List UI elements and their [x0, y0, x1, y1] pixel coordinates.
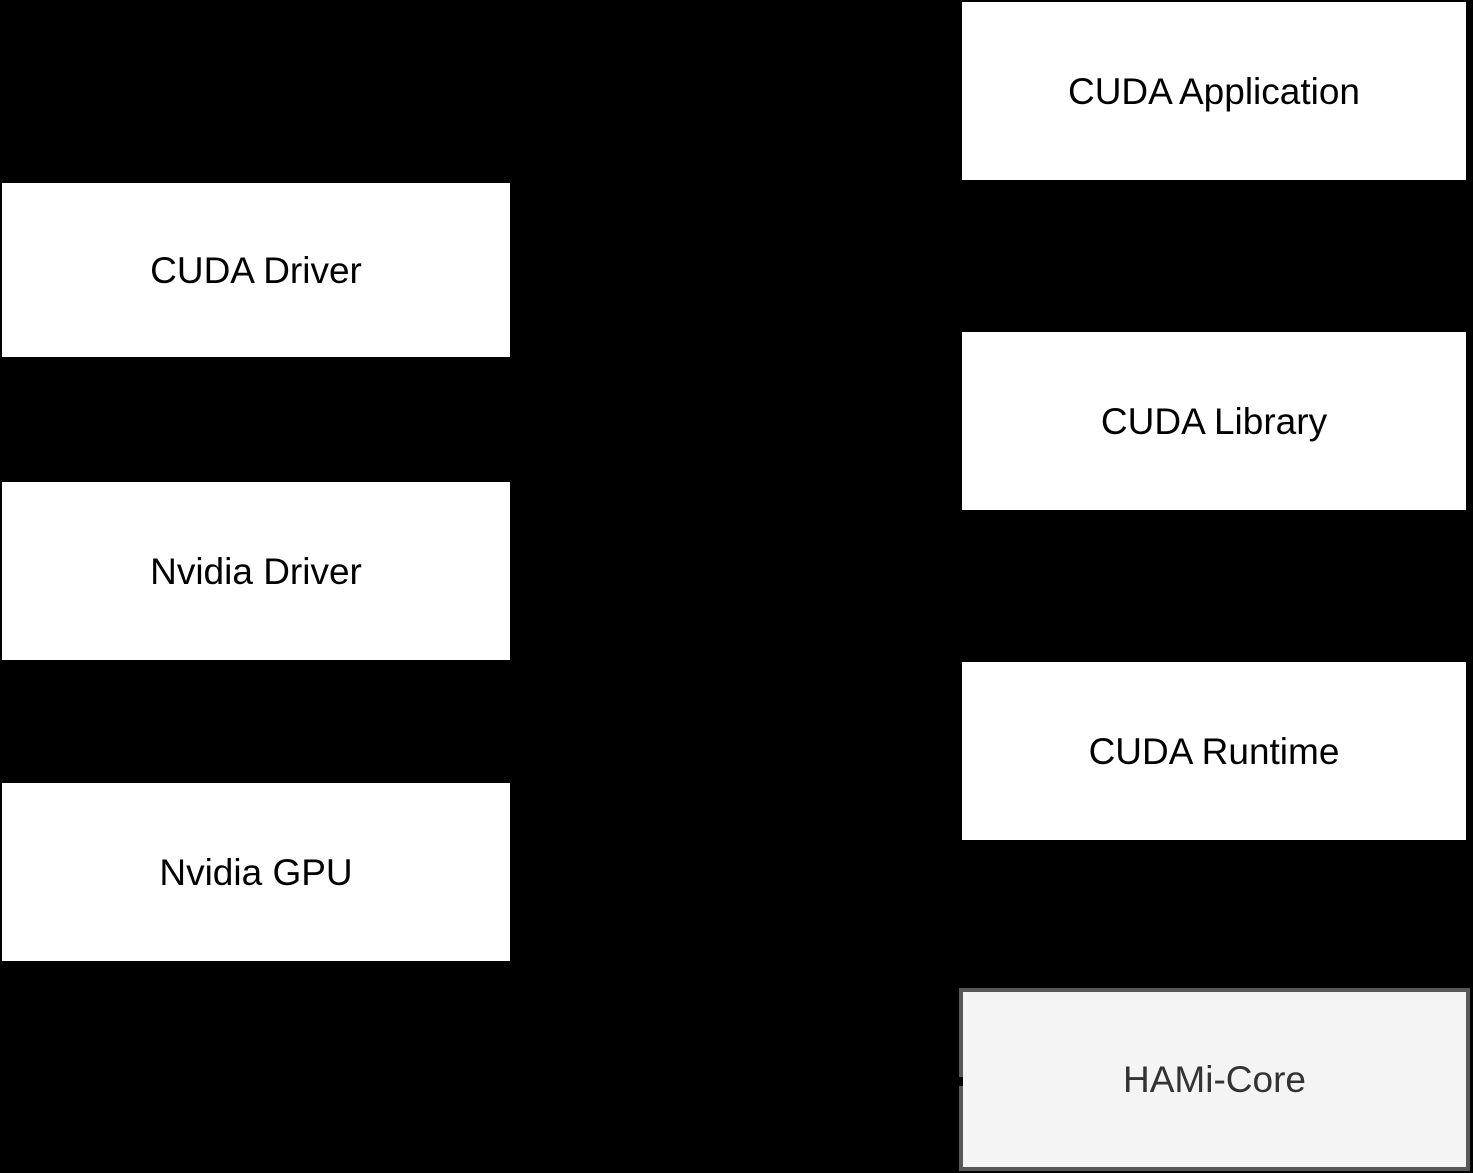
node-cuda-application: CUDA Application: [962, 2, 1466, 180]
node-hami-core: HAMi-Core: [959, 988, 1470, 1171]
node-cuda-application-label: CUDA Application: [1067, 70, 1361, 112]
node-cuda-library: CUDA Library: [962, 332, 1466, 510]
node-nvidia-driver: Nvidia Driver: [2, 482, 510, 660]
node-nvidia-gpu-label: Nvidia GPU: [159, 851, 353, 893]
node-cuda-library-label: CUDA Library: [1100, 400, 1328, 442]
node-cuda-driver-label: CUDA Driver: [150, 249, 362, 291]
node-cuda-driver: CUDA Driver: [2, 183, 510, 357]
arrowhead-tick-icon: [954, 1077, 963, 1086]
node-nvidia-gpu: Nvidia GPU: [2, 783, 510, 961]
node-hami-core-label: HAMi-Core: [1123, 1059, 1306, 1100]
node-cuda-runtime-label: CUDA Runtime: [1088, 730, 1340, 772]
node-nvidia-driver-label: Nvidia Driver: [150, 550, 362, 592]
node-cuda-runtime: CUDA Runtime: [962, 662, 1466, 840]
